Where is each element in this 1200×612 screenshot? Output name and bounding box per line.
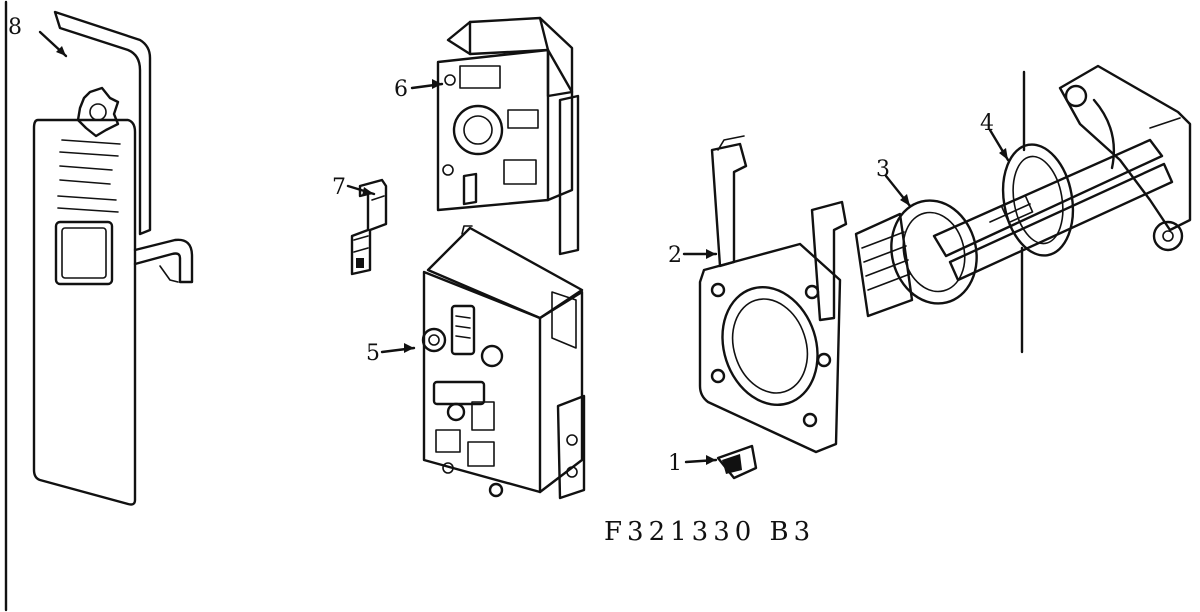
label-part-6: 6 bbox=[394, 77, 408, 102]
label-part-4: 4 bbox=[980, 111, 994, 136]
label-part-2: 2 bbox=[668, 243, 682, 268]
label-part-3: 3 bbox=[876, 157, 890, 182]
part-8-cover-plate bbox=[32, 10, 194, 506]
part-5-lower-thermostat bbox=[421, 225, 586, 500]
leader-arrows bbox=[38, 30, 1010, 465]
part-3-4-heating-element bbox=[854, 64, 1192, 354]
label-part-7: 7 bbox=[332, 175, 346, 200]
label-part-5: 5 bbox=[366, 341, 380, 366]
label-part-1: 1 bbox=[668, 451, 682, 476]
label-part-8: 8 bbox=[8, 15, 22, 40]
part-1-screw bbox=[716, 444, 758, 480]
part-2-gasket-bracket bbox=[698, 135, 848, 454]
figure-id-caption: F321330 B3 bbox=[604, 517, 815, 547]
part-number-labels: 8 6 7 5 2 1 3 4 bbox=[8, 15, 994, 476]
part-6-upper-thermostat bbox=[436, 16, 580, 256]
